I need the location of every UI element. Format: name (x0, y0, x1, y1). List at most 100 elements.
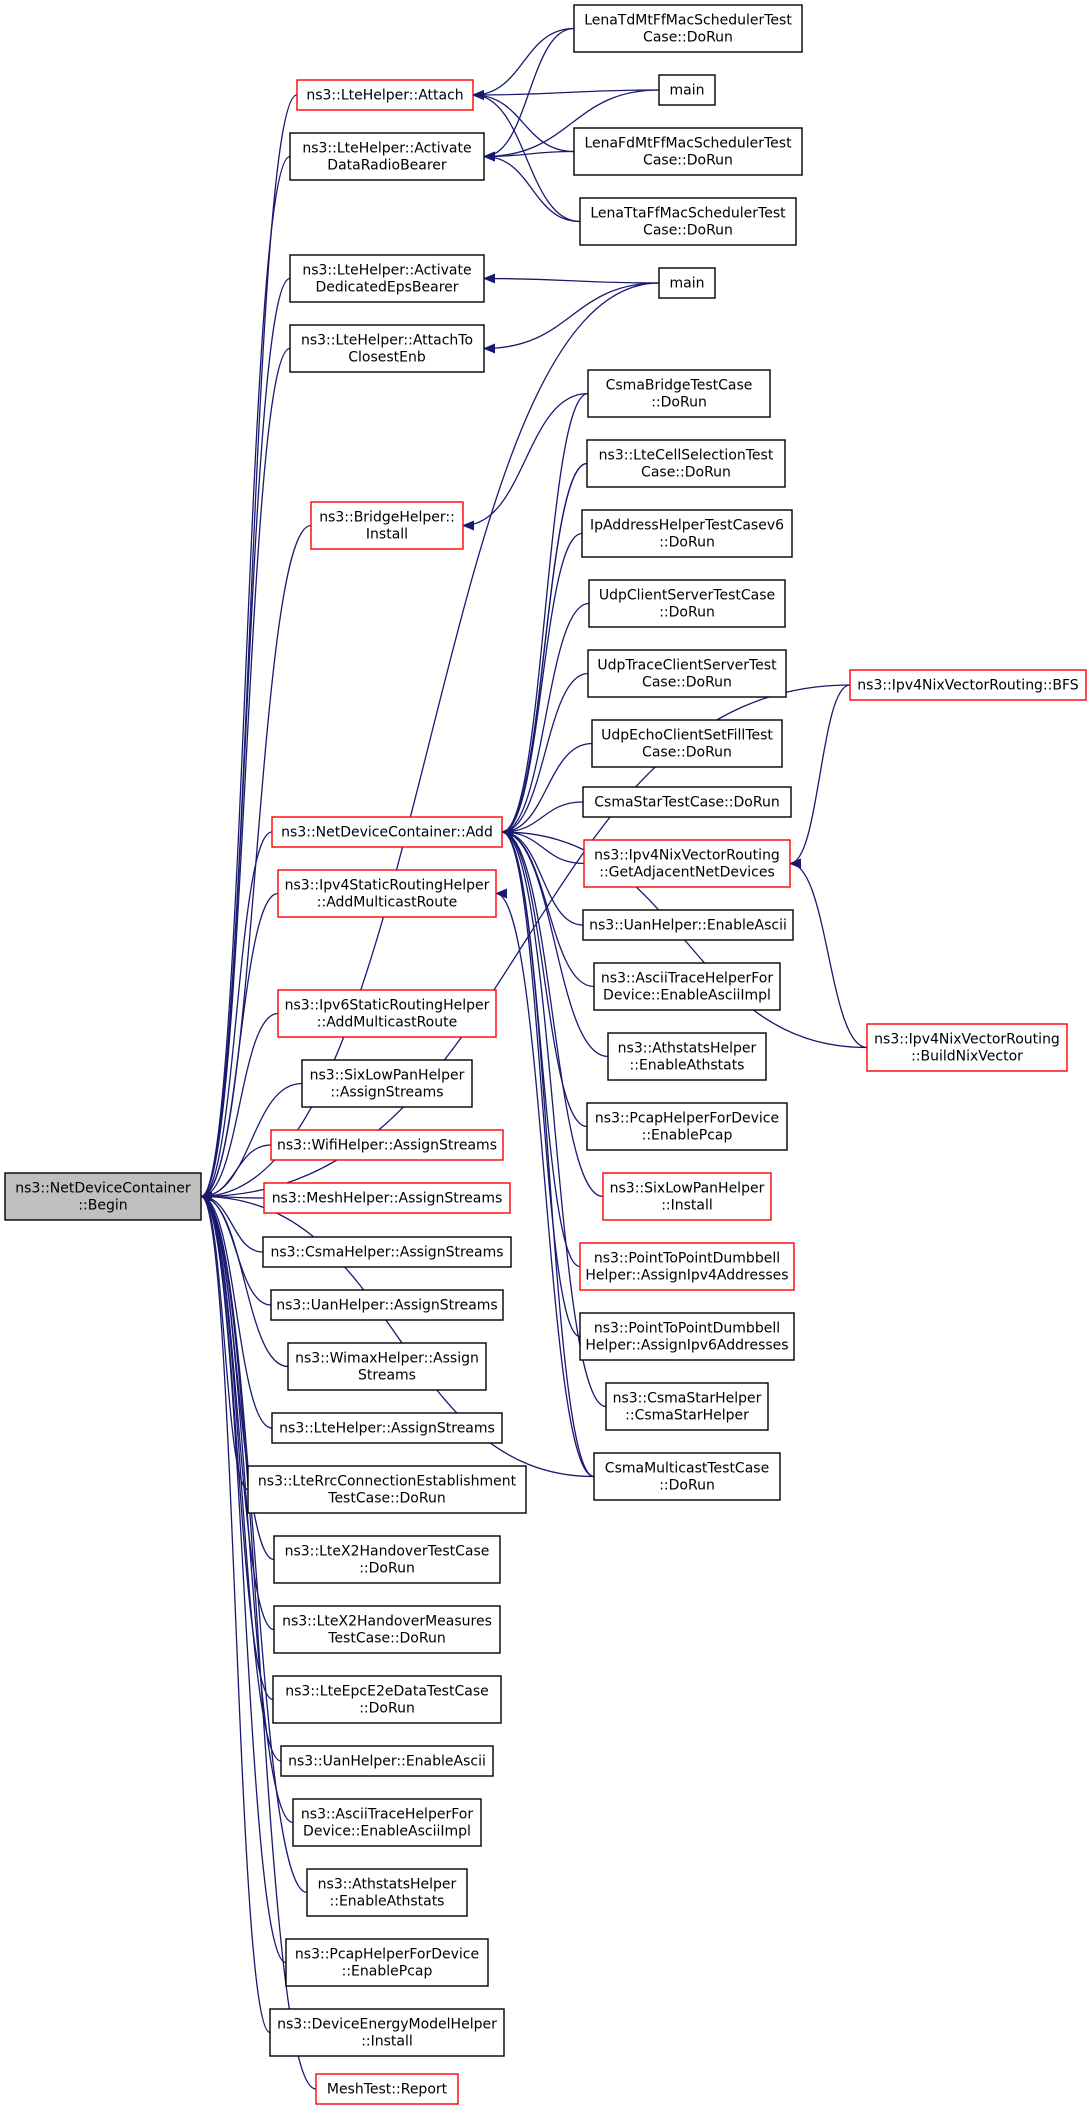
node-label: ns3::PcapHelperForDevice (595, 1111, 779, 1127)
node-label: UdpEchoClientSetFillTest (601, 728, 773, 744)
node-mesh-report[interactable]: MeshTest::Report (315, 2073, 459, 2105)
node-lte-epc[interactable]: ns3::LteEpcE2eDataTestCase::DoRun (272, 1675, 502, 1724)
edge-udp-echo-to-ndc-add (501, 742, 593, 837)
node-box (587, 369, 771, 418)
node-label: ns3::UanHelper::AssignStreams (276, 1298, 497, 1314)
node-uan-ascii1[interactable]: ns3::UanHelper::EnableAscii (280, 1745, 494, 1777)
edge-lena-td-to-act-drb (483, 27, 575, 162)
node-uan-assign[interactable]: ns3::UanHelper::AssignStreams (270, 1289, 504, 1321)
node-csma-star-h[interactable]: ns3::CsmaStarHelper::CsmaStarHelper (605, 1382, 769, 1431)
node-ipv4-static[interactable]: ns3::Ipv4StaticRoutingHelper::AddMultica… (277, 869, 497, 918)
node-p2p-v6[interactable]: ns3::PointToPointDumbbellHelper::AssignI… (579, 1312, 795, 1361)
node-lte-rrc[interactable]: ns3::LteRrcConnectionEstablishmentTestCa… (247, 1465, 527, 1514)
node-label: ::EnableAthstats (630, 1058, 745, 1074)
node-csma-assign[interactable]: ns3::CsmaHelper::AssignStreams (262, 1236, 512, 1268)
node-wimax-assign[interactable]: ns3::WimaxHelper::AssignStreams (287, 1342, 487, 1391)
node-nix-bfs[interactable]: ns3::Ipv4NixVectorRouting::BFS (849, 669, 1087, 701)
node-lte-x2m[interactable]: ns3::LteX2HandoverMeasuresTestCase::DoRu… (273, 1605, 501, 1654)
node-bridge[interactable]: ns3::BridgeHelper::Install (310, 501, 464, 550)
node-label: ns3::LteX2HandoverTestCase (285, 1544, 490, 1560)
node-udp-cs[interactable]: UdpClientServerTestCase::DoRun (588, 579, 786, 628)
node-label: ::DoRun (651, 395, 707, 411)
node-label: ns3::NetDeviceContainer (15, 1181, 191, 1197)
node-pcap1[interactable]: ns3::PcapHelperForDevice::EnablePcap (285, 1938, 489, 1987)
node-lte-x2[interactable]: ns3::LteX2HandoverTestCase::DoRun (273, 1535, 501, 1584)
node-csma-star-tc[interactable]: CsmaStarTestCase::DoRun (582, 786, 792, 818)
node-six-install[interactable]: ns3::SixLowPanHelper::Install (602, 1172, 772, 1221)
node-main2[interactable]: main (658, 267, 716, 299)
node-box (306, 1868, 468, 1917)
node-label: ns3::Ipv6StaticRoutingHelper (285, 998, 490, 1014)
node-label: Helper::AssignIpv4Addresses (585, 1268, 788, 1284)
node-label: Helper::AssignIpv6Addresses (585, 1338, 788, 1354)
node-label: TestCase::DoRun (327, 1631, 445, 1647)
node-label: ns3::CsmaStarHelper (613, 1391, 762, 1407)
node-box (277, 869, 497, 918)
node-nix-build[interactable]: ns3::Ipv4NixVectorRouting::BuildNixVecto… (866, 1023, 1068, 1072)
node-pcap2[interactable]: ns3::PcapHelperForDevice::EnablePcap (586, 1102, 788, 1151)
edge-p2p-v4-to-ndc-add (501, 827, 581, 1268)
edge-nix-bfs-to-root (200, 684, 851, 1202)
node-label: Case::DoRun (643, 223, 733, 239)
node-six-assign[interactable]: ns3::SixLowPanHelper::AssignStreams (301, 1059, 473, 1108)
node-box (310, 501, 464, 550)
node-box (579, 197, 797, 246)
node-athstats1[interactable]: ns3::AthstatsHelper::EnableAthstats (306, 1868, 468, 1917)
node-label: ns3::BridgeHelper:: (319, 510, 455, 526)
node-label: DataRadioBearer (327, 158, 447, 174)
node-attach[interactable]: ns3::LteHelper::Attach (296, 79, 474, 111)
node-athstats2[interactable]: ns3::AthstatsHelper::EnableAthstats (607, 1032, 767, 1081)
node-box (280, 1745, 494, 1777)
edge-udp-trace-to-ndc-add (501, 672, 589, 837)
edge-main1-to-attach (472, 89, 660, 100)
node-nix-adj[interactable]: ns3::Ipv4NixVectorRouting::GetAdjacentNe… (583, 839, 791, 888)
edge-nix-build-to-nix-adj (789, 858, 868, 1049)
node-ip-addr-v6[interactable]: IpAddressHelperTestCasev6::DoRun (581, 509, 793, 558)
edge-lena-tta-to-attach (472, 90, 581, 223)
node-main1[interactable]: main (658, 74, 716, 106)
node-label: ns3::SixLowPanHelper (610, 1181, 765, 1197)
node-lte-assign[interactable]: ns3::LteHelper::AssignStreams (271, 1412, 503, 1444)
node-ascii-trace2[interactable]: ns3::AsciiTraceHelperForDevice::EnableAs… (593, 962, 781, 1011)
edge-act-drb-to-root (200, 155, 291, 1202)
node-box (579, 1312, 795, 1361)
node-label: Case::DoRun (642, 675, 732, 691)
node-label: ::Install (361, 2034, 413, 2050)
node-box (593, 962, 781, 1011)
node-label: ::AddMulticastRoute (317, 895, 457, 911)
node-box (607, 1032, 767, 1081)
node-csma-multi[interactable]: CsmaMulticastTestCase::DoRun (593, 1452, 781, 1501)
node-box (586, 439, 786, 488)
node-label: Install (366, 527, 408, 543)
node-label: Case::DoRun (643, 30, 733, 46)
node-label: ns3::PointToPointDumbbell (594, 1321, 780, 1337)
node-csma-bridge[interactable]: CsmaBridgeTestCase::DoRun (587, 369, 771, 418)
node-ascii-trace1[interactable]: ns3::AsciiTraceHelperForDevice::EnableAs… (292, 1798, 482, 1847)
node-p2p-v4[interactable]: ns3::PointToPointDumbbellHelper::AssignI… (579, 1242, 795, 1291)
node-act-deb[interactable]: ns3::LteHelper::ActivateDedicatedEpsBear… (289, 254, 485, 303)
node-wifi-assign[interactable]: ns3::WifiHelper::AssignStreams (270, 1129, 504, 1161)
node-label: UdpClientServerTestCase (599, 588, 775, 604)
node-label: Case::DoRun (642, 745, 732, 761)
node-energy[interactable]: ns3::DeviceEnergyModelHelper::Install (269, 2008, 505, 2057)
node-mesh-assign[interactable]: ns3::MeshHelper::AssignStreams (263, 1182, 511, 1214)
node-label: ns3::LteEpcE2eDataTestCase (285, 1684, 488, 1700)
node-box (296, 79, 474, 111)
node-box (4, 1172, 202, 1221)
node-label: CsmaMulticastTestCase (605, 1461, 769, 1477)
node-ipv6-static[interactable]: ns3::Ipv6StaticRoutingHelper::AddMultica… (277, 989, 497, 1038)
node-box (273, 1605, 501, 1654)
node-uan-ascii2[interactable]: ns3::UanHelper::EnableAscii (582, 909, 794, 941)
node-box (262, 1236, 512, 1268)
node-ndc-add[interactable]: ns3::NetDeviceContainer::Add (271, 816, 503, 848)
node-root[interactable]: ns3::NetDeviceContainer::Begin (4, 1172, 202, 1221)
